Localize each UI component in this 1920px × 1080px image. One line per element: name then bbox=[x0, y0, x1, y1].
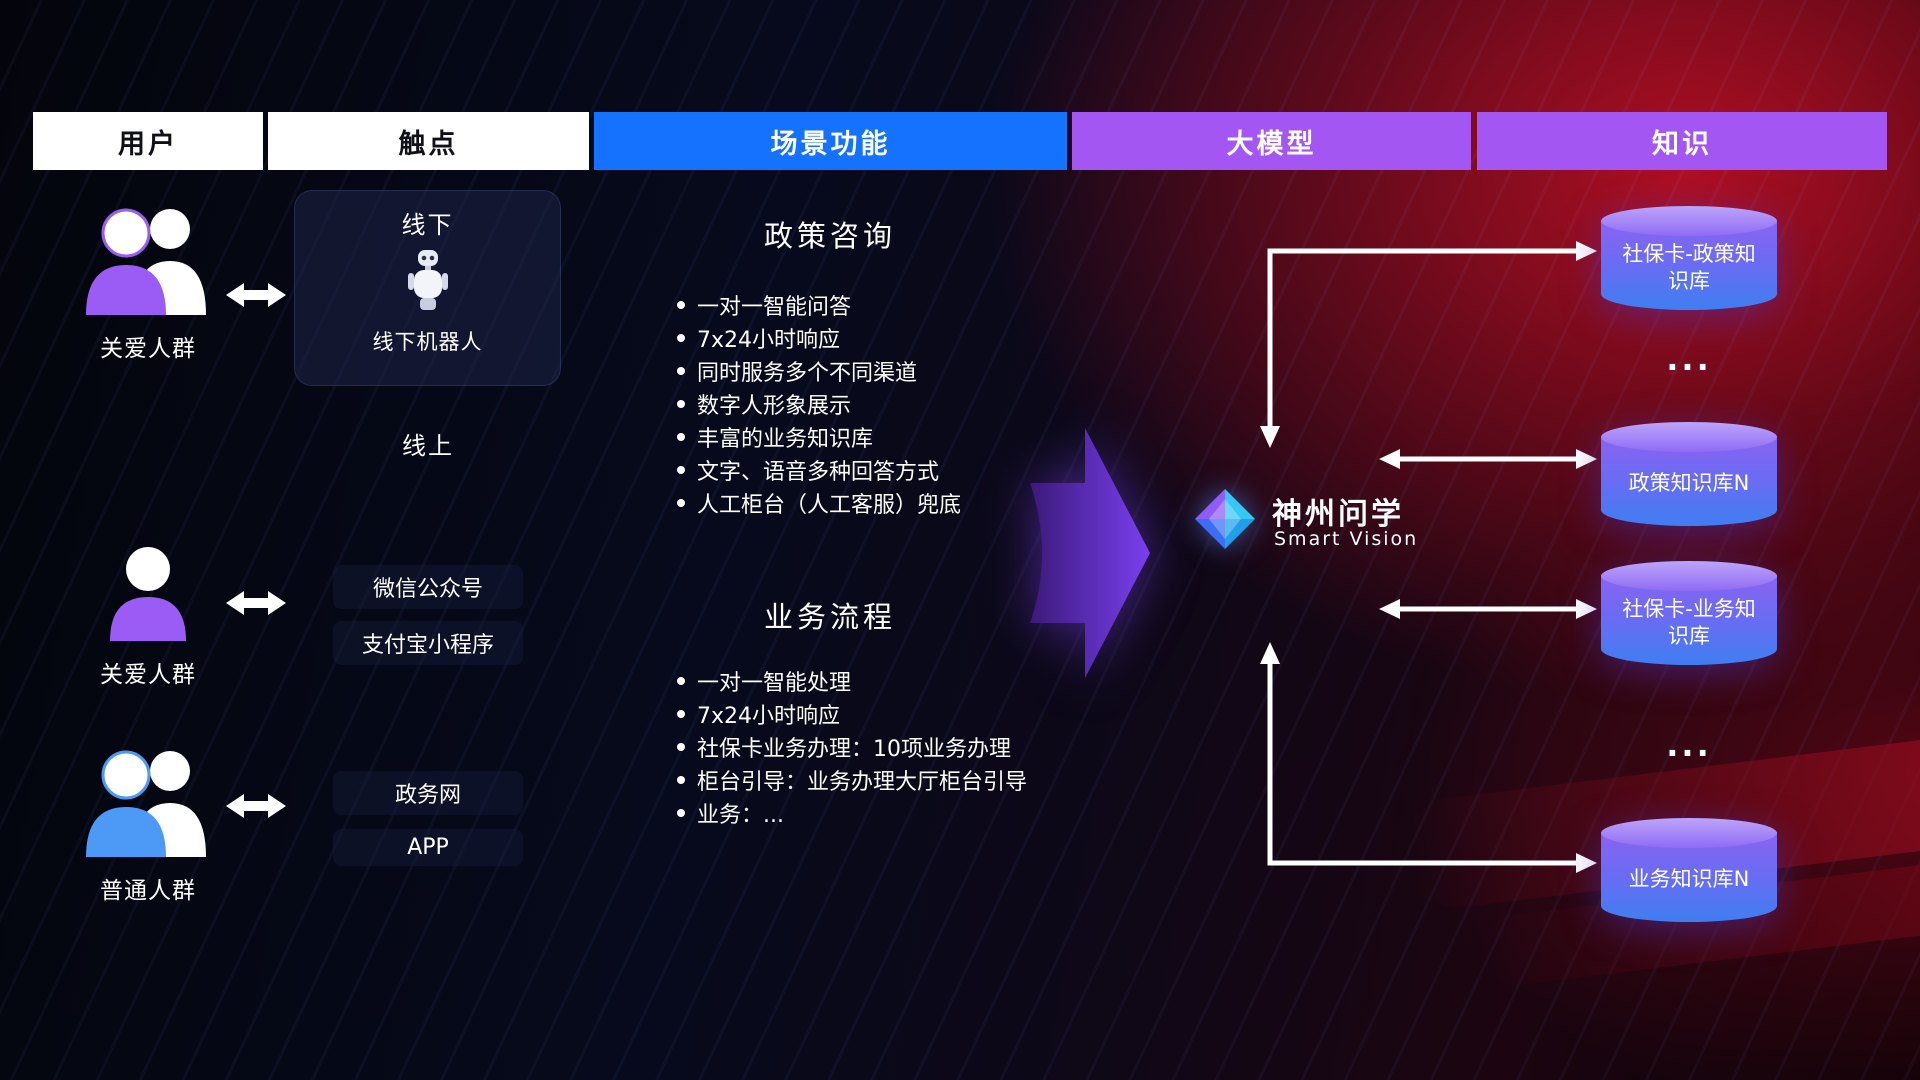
scenario-title-business: 业务流程 bbox=[763, 600, 896, 634]
list-item-text: 柜台引导：业务办理大厅柜台引导 bbox=[697, 769, 1028, 795]
list-item: 数字人形象展示 bbox=[677, 387, 961, 420]
list-item: 柜台引导：业务办理大厅柜台引导 bbox=[677, 763, 1027, 796]
touchpoint-gov-web: 政务网 bbox=[333, 771, 523, 815]
offline-title: 线下 bbox=[401, 211, 454, 239]
bullet-icon bbox=[677, 333, 685, 342]
list-item: 同时服务多个不同渠道 bbox=[677, 354, 961, 387]
bullet-icon bbox=[677, 465, 685, 474]
cylinder-top bbox=[1601, 206, 1777, 236]
list-item-text: 业务：... bbox=[697, 802, 784, 828]
touchpoint-alipay: 支付宝小程序 bbox=[333, 621, 523, 665]
list-item-text: 丰富的业务知识库 bbox=[697, 426, 874, 452]
list-item-text: 一对一智能处理 bbox=[697, 670, 852, 696]
knowledge-db-label: 业务知识库N bbox=[1628, 867, 1750, 892]
user-group-general: 普通人群 bbox=[53, 745, 243, 905]
list-item-text: 同时服务多个不同渠道 bbox=[697, 360, 918, 386]
cylinder-top bbox=[1601, 422, 1777, 452]
list-item: 丰富的业务知识库 bbox=[677, 420, 961, 453]
list-item: 一对一智能处理 bbox=[677, 664, 1027, 697]
lane-header-touchpoints-label: 触点 bbox=[398, 128, 459, 160]
list-item: 7x24小时响应 bbox=[677, 697, 1027, 730]
bullet-icon bbox=[677, 498, 685, 507]
list-item-text: 7x24小时响应 bbox=[697, 327, 841, 353]
list-item: 业务：... bbox=[677, 796, 1027, 829]
flow-arrow-icon bbox=[1030, 428, 1150, 682]
user-single-care: 关爱人群 bbox=[53, 545, 243, 689]
lane-header-touchpoints: 触点 bbox=[268, 112, 589, 170]
person-purple-icon bbox=[106, 545, 190, 645]
bullet-icon bbox=[677, 432, 685, 441]
list-item-text: 文字、语音多种回答方式 bbox=[697, 459, 940, 485]
offline-touchpoint-card: 线下 线下机器人 bbox=[294, 190, 561, 386]
knowledge-db-policy-shebao: 社保卡-政策知识库 bbox=[1601, 206, 1777, 310]
bullet-icon bbox=[677, 775, 685, 784]
model-name: 神州问学 bbox=[1272, 497, 1404, 532]
bullet-icon bbox=[677, 399, 685, 408]
bidirectional-arrow-icon bbox=[224, 791, 288, 821]
lane-header-knowledge-label: 知识 bbox=[1652, 128, 1712, 160]
list-item-text: 7x24小时响应 bbox=[697, 703, 841, 729]
lane-header-scenarios: 场景功能 bbox=[594, 112, 1067, 170]
user-group-care-1: 关爱人群 bbox=[53, 203, 243, 363]
list-item-text: 一对一智能问答 bbox=[697, 294, 852, 320]
scenario-title-policy: 政策咨询 bbox=[763, 219, 896, 253]
lane-header-users: 用户 bbox=[33, 112, 263, 170]
user-group-label: 关爱人群 bbox=[100, 336, 196, 362]
lane-header-scenarios-label: 场景功能 bbox=[770, 128, 891, 160]
ellipsis-more-policy: ... bbox=[1666, 340, 1712, 378]
cylinder-top bbox=[1601, 561, 1777, 591]
ellipsis-more-business: ... bbox=[1666, 726, 1712, 764]
touchpoint-app: APP bbox=[333, 829, 523, 866]
knowledge-db-policy-n: 政策知识库N bbox=[1601, 422, 1777, 526]
knowledge-db-label: 社保卡-业务知识库 bbox=[1622, 596, 1756, 648]
online-section-label: 线上 bbox=[402, 432, 454, 460]
list-item: 人工柜台（人工客服）兜底 bbox=[677, 486, 961, 519]
group-blue-icon bbox=[78, 745, 218, 861]
bullet-icon bbox=[677, 366, 685, 375]
robot-icon bbox=[405, 248, 451, 318]
user-single-label: 关爱人群 bbox=[100, 662, 196, 688]
bullet-icon bbox=[677, 742, 685, 751]
list-item: 文字、语音多种回答方式 bbox=[677, 453, 961, 486]
bidirectional-arrow-icon bbox=[224, 280, 288, 310]
list-item: 社保卡业务办理：10项业务办理 bbox=[677, 730, 1027, 763]
bidirectional-arrow-icon bbox=[224, 588, 288, 618]
bullet-icon bbox=[677, 676, 685, 685]
knowledge-db-label: 政策知识库N bbox=[1628, 471, 1750, 496]
model-subtitle: Smart Vision bbox=[1274, 528, 1419, 550]
list-item-text: 人工柜台（人工客服）兜底 bbox=[697, 492, 962, 518]
offline-caption: 线下机器人 bbox=[372, 330, 483, 354]
lane-header-model: 大模型 bbox=[1072, 112, 1471, 170]
list-item-text: 数字人形象展示 bbox=[697, 393, 852, 419]
scenario-policy-list: 一对一智能问答 7x24小时响应 同时服务多个不同渠道 数字人形象展示 丰富的业… bbox=[677, 288, 961, 519]
user-group-general-label: 普通人群 bbox=[100, 878, 196, 904]
touchpoint-wechat: 微信公众号 bbox=[333, 565, 523, 609]
list-item-text: 社保卡业务办理：10项业务办理 bbox=[697, 736, 1011, 762]
group-purple-icon bbox=[78, 203, 218, 319]
bullet-icon bbox=[677, 709, 685, 718]
bullet-icon bbox=[677, 300, 685, 309]
list-item: 一对一智能问答 bbox=[677, 288, 961, 321]
lane-header-knowledge: 知识 bbox=[1477, 112, 1887, 170]
knowledge-db-business-shebao: 社保卡-业务知识库 bbox=[1601, 561, 1777, 665]
scenario-business-list: 一对一智能处理 7x24小时响应 社保卡业务办理：10项业务办理 柜台引导：业务… bbox=[677, 664, 1027, 829]
bullet-icon bbox=[677, 808, 685, 817]
diamond-logo-icon bbox=[1193, 487, 1257, 555]
knowledge-db-business-n: 业务知识库N bbox=[1601, 818, 1777, 922]
list-item: 7x24小时响应 bbox=[677, 321, 961, 354]
cylinder-top bbox=[1601, 818, 1777, 848]
lane-header-users-label: 用户 bbox=[118, 128, 178, 160]
knowledge-db-label: 社保卡-政策知识库 bbox=[1622, 241, 1756, 293]
lane-header-model-label: 大模型 bbox=[1226, 128, 1317, 160]
